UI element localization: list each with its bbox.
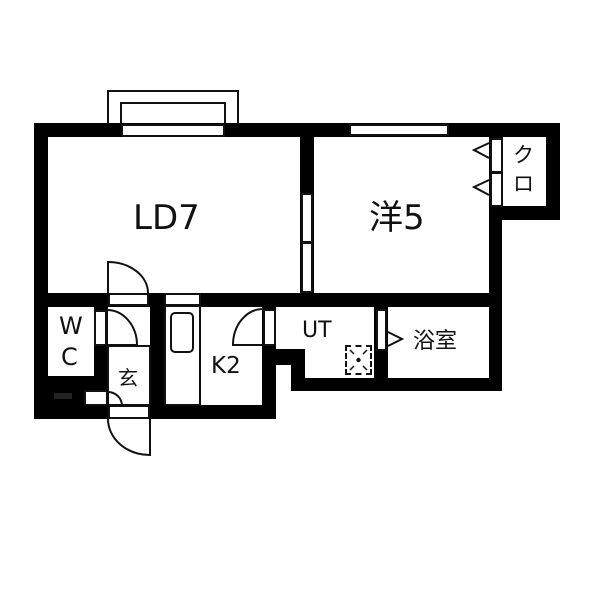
genkan-step — [107, 345, 151, 406]
door-opening-ld-genkan — [108, 293, 149, 306]
room-label-wc-1: W — [59, 312, 83, 340]
kitchen-counter — [164, 305, 201, 406]
bath-arrow — [387, 331, 405, 347]
door-swing-entry — [107, 418, 151, 457]
window-western-top — [349, 124, 449, 136]
wall-closet-right — [546, 123, 560, 220]
closet-door-2[interactable] — [490, 172, 503, 207]
room-label-genkan: 玄 — [118, 366, 138, 390]
door-swing-ut — [231, 308, 264, 346]
closet-arrow-2 — [471, 179, 490, 196]
balcony-inner — [120, 102, 226, 125]
door-swing-ld — [107, 260, 149, 294]
shoe-box — [84, 390, 108, 406]
entry-door-opening — [108, 405, 150, 419]
room-label-bath: 浴室 — [413, 329, 458, 354]
closet-arrow-1 — [471, 142, 490, 159]
meter-box — [54, 393, 72, 399]
washing-machine-space — [345, 345, 372, 375]
wall-genkan-kitchen — [150, 293, 164, 419]
sliding-door-ld-western-1[interactable] — [301, 193, 313, 243]
bath-door-panel[interactable] — [376, 309, 387, 351]
wall-bath-bottom — [291, 378, 502, 391]
wall-top — [34, 123, 560, 137]
wall-closet-bottom — [489, 206, 560, 220]
wc-door-panel[interactable] — [94, 310, 107, 346]
room-label-closet-1: ク — [513, 143, 534, 167]
room-label-ld: LD7 — [133, 198, 200, 238]
kitchen-sink — [170, 312, 194, 353]
wall-left — [34, 123, 48, 419]
room-label-ut: UT — [302, 318, 332, 343]
ut-door-panel[interactable] — [263, 309, 276, 346]
room-label-kitchen: K2 — [211, 353, 241, 379]
window-balcony — [121, 124, 225, 137]
room-label-closet-2: ロ — [513, 172, 534, 196]
sliding-door-ld-western-2[interactable] — [301, 242, 313, 293]
closet-door-1[interactable] — [490, 138, 503, 173]
room-label-western: 洋5 — [369, 198, 425, 238]
room-label-wc-2: C — [61, 343, 78, 371]
